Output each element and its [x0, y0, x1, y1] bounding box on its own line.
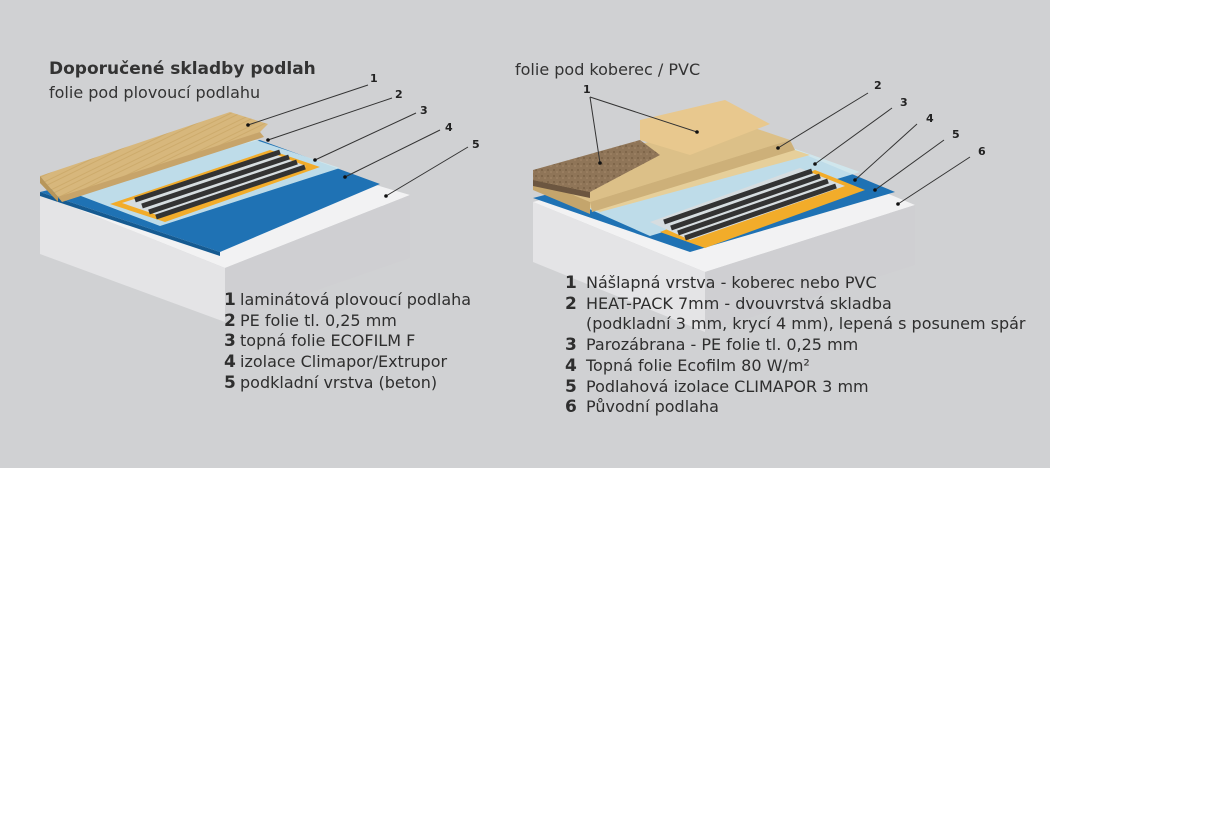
right-callout-5: 5 — [952, 128, 960, 141]
left-callout-1: 1 — [370, 72, 378, 85]
left-laminate — [40, 112, 268, 197]
left-legend-number: 3 — [224, 331, 236, 352]
left-laminate-edge — [58, 132, 264, 202]
right-callout-1: 1 — [583, 83, 591, 96]
right-legend-item: 3 Parozábrana - PE folie tl. 0,25 mm — [565, 335, 1025, 356]
left-legend-number: 2 — [224, 310, 236, 331]
left-legend-number: 1 — [224, 290, 236, 310]
right-legend-number: 2 — [565, 293, 577, 314]
right-legend-text: Parozábrana - PE folie tl. 0,25 mm — [586, 335, 859, 355]
right-carpet — [533, 140, 660, 192]
right-callout-2: 2 — [874, 79, 882, 92]
right-carpet-front — [533, 180, 590, 198]
right-floor-diagram — [533, 92, 971, 332]
left-legend-text: podkladní vrstva (beton) — [240, 372, 438, 392]
left-insulation-front — [40, 192, 220, 256]
left-legend-number: 4 — [224, 352, 236, 373]
right-heatpack-edge — [590, 140, 795, 212]
left-legend-number: 5 — [224, 372, 236, 393]
left-legend-text: izolace Climapor/Extrupor — [240, 352, 448, 372]
right-original-floor-front — [533, 202, 705, 332]
right-subtitle: folie pod koberec / PVC — [515, 60, 701, 79]
right-legend-number: 4 — [565, 355, 577, 376]
right-legend-text: Podlahová izolace CLIMAPOR 3 mm — [586, 376, 869, 396]
right-legend-item: 6 Původní podlaha — [565, 397, 1025, 418]
right-legend-number: 6 — [565, 397, 577, 418]
right-legend-text: HEAT-PACK 7mm - dvouvrstvá skladba — [586, 293, 892, 313]
left-callout-4: 4 — [445, 121, 453, 134]
left-callout-2: 2 — [395, 88, 403, 101]
right-heating-strips — [663, 168, 837, 241]
right-legend: 1 Nášlapná vrstva - koberec nebo PVC 2 HEA… — [565, 273, 1025, 418]
left-legend-text: PE folie tl. 0,25 mm — [240, 310, 397, 330]
right-legend-item: 4 Topná folie Ecofilm 80 W/m² — [565, 356, 1025, 377]
right-callout-6: 6 — [978, 145, 986, 158]
right-legend-item: 5 Podlahová izolace CLIMAPOR 3 mm — [565, 377, 1025, 398]
right-callout-3: 3 — [900, 96, 908, 109]
right-vapor-barrier — [560, 140, 860, 236]
left-legend-text: laminátová plovoucí podlaha — [240, 290, 472, 309]
right-legend-text: (podkladní 3 mm, krycí 4 mm), lepená s p… — [586, 314, 1026, 334]
right-legend-text: Nášlapná vrstva - koberec nebo PVC — [586, 273, 877, 292]
left-legend-text: topná folie ECOFILM F — [240, 331, 416, 351]
right-legend-text: Původní podlaha — [586, 397, 719, 417]
right-legend-number: 3 — [565, 335, 577, 356]
left-callout-5: 5 — [472, 138, 480, 151]
left-concrete-front — [40, 194, 225, 322]
right-legend-item: 2 HEAT-PACK 7mm - dvouvrstvá skladba — [565, 294, 1025, 315]
right-leader-lines — [589, 92, 971, 205]
right-pvc-sample — [640, 100, 770, 155]
right-legend-item: (podkladní 3 mm, krycí 4 mm), lepená s p… — [565, 314, 1025, 335]
left-subtitle: folie pod plovoucí podlahu — [49, 83, 261, 102]
right-callout-4: 4 — [926, 112, 934, 125]
left-laminate-front — [40, 176, 58, 202]
left-floor-diagram — [40, 84, 469, 322]
left-leader-lines — [247, 84, 469, 197]
right-legend-text: Topná folie Ecofilm 80 W/m² — [586, 355, 810, 375]
right-legend-number: 5 — [565, 376, 577, 397]
diagram-title: Doporučené skladby podlah — [49, 59, 316, 79]
left-heating-strips — [134, 149, 306, 220]
left-concrete-side — [225, 195, 410, 322]
right-legend-item: 1 Nášlapná vrstva - koberec nebo PVC — [565, 273, 1025, 294]
right-legend-number: 1 — [565, 273, 577, 293]
right-original-floor-side — [705, 205, 915, 332]
left-callout-3: 3 — [420, 104, 428, 117]
